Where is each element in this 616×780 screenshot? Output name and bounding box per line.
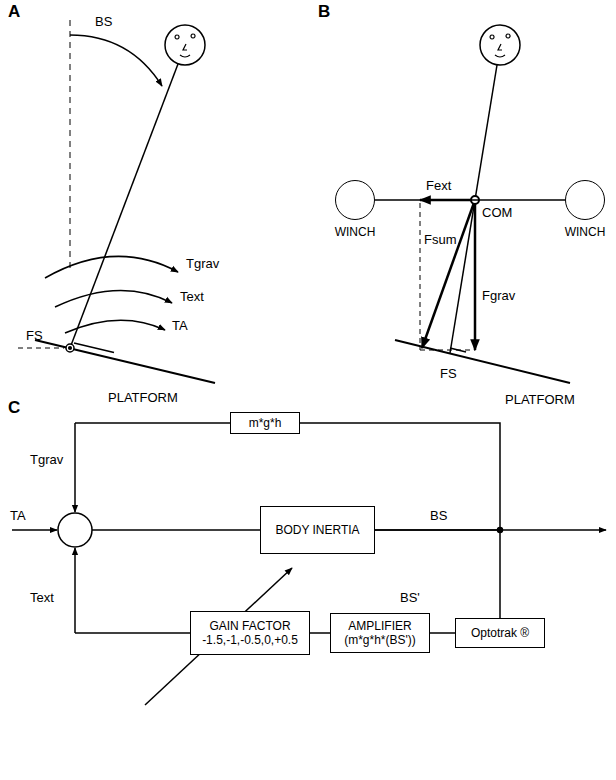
block-box: m*g*h xyxy=(230,412,300,434)
summing-junction xyxy=(58,513,92,547)
winch-circle: WINCH xyxy=(565,180,605,220)
symbol-label: COM xyxy=(482,205,512,220)
winch-label: WINCH xyxy=(565,225,606,239)
symbol-label: Tgrav xyxy=(186,256,219,271)
symbol-label: Text xyxy=(180,289,204,304)
connector-line xyxy=(375,530,500,618)
symbol-label: Fsum xyxy=(424,232,457,247)
block-box: Optotrak ® xyxy=(455,618,545,648)
winch-label: WINCH xyxy=(335,225,376,239)
symbol-label: BS xyxy=(430,508,447,523)
block-text: BODY INERTIA xyxy=(275,523,359,537)
symbol-label: TA xyxy=(10,508,26,523)
symbol-label: BS' xyxy=(400,590,420,605)
connector-line xyxy=(310,632,330,634)
connector-line xyxy=(375,199,565,201)
symbol-label: FS xyxy=(440,366,457,381)
angle-arc xyxy=(70,35,162,86)
block-text: GAIN FACTOR xyxy=(209,619,290,633)
symbol-label: Fgrav xyxy=(482,288,515,303)
block-box: AMPLIFIER(m*g*h*(BS')) xyxy=(330,613,430,653)
symbol-label: PLATFORM xyxy=(505,392,575,407)
symbol-label: Fext xyxy=(426,178,451,193)
panel-letter: B xyxy=(318,2,330,21)
block-box: BODY INERTIA xyxy=(260,506,375,554)
symbol-label: Tgrav xyxy=(30,452,63,467)
winch-circle: WINCH xyxy=(335,180,375,220)
panel-letter: C xyxy=(8,398,20,417)
head xyxy=(165,25,205,65)
platform xyxy=(35,340,215,383)
symbol-label: PLATFORM xyxy=(108,390,178,405)
block-text: m*g*h xyxy=(249,416,282,430)
block-box: GAIN FACTOR-1.5,-1,-0.5,0,+0.5 xyxy=(190,611,310,655)
symbol-label: FS xyxy=(26,328,43,343)
symbol-label: BS xyxy=(95,14,112,29)
block-text: AMPLIFIER xyxy=(348,619,411,633)
body-line xyxy=(70,64,178,348)
block-text: -1.5,-1,-0.5,0,+0.5 xyxy=(202,633,298,647)
block-text: (m*g*h*(BS')) xyxy=(344,633,416,647)
connector-line xyxy=(430,632,455,634)
symbol-label: Text xyxy=(30,590,54,605)
block-text: Optotrak ® xyxy=(471,626,529,640)
panel-letter: A xyxy=(8,2,20,21)
symbol-label: TA xyxy=(172,318,188,333)
